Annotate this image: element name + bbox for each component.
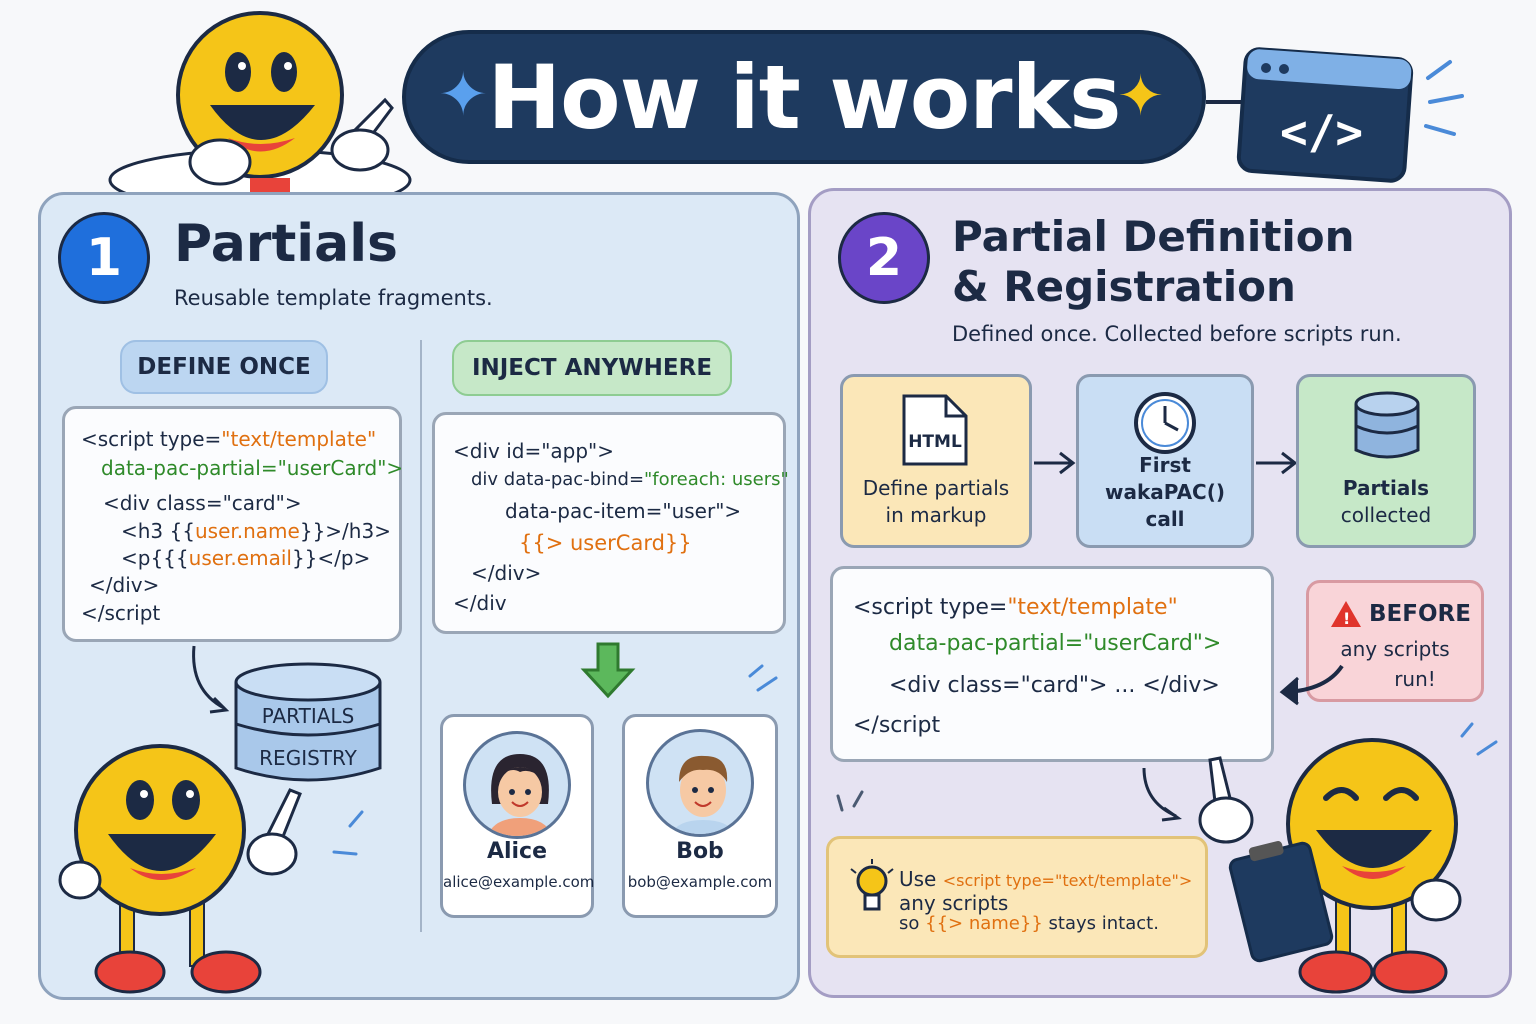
code-text: <div class="card"> ... </div> <box>889 673 1220 698</box>
registration-code-box: <script type="text/template" data-pac-pa… <box>830 566 1274 762</box>
code-text: <script type= <box>81 427 222 451</box>
sparkle-icon: ✦ <box>1117 64 1164 129</box>
before-text: any scripts <box>1340 637 1450 661</box>
tip-code: <script type="text/template"> <box>942 871 1193 890</box>
code-text: <h3 {{ <box>121 519 195 543</box>
partials-subtitle: Reusable template fragments. <box>174 286 493 310</box>
tip-box: Use <script type="text/template"> any sc… <box>826 836 1208 958</box>
code-text: data-pac-partial= <box>101 456 278 480</box>
code-text: div data-pac-bind= <box>471 469 645 490</box>
code-text: <script type= <box>853 595 1008 620</box>
step-text: collected <box>1340 503 1432 527</box>
motion-lines-icon <box>748 664 778 692</box>
definition-subtitle: Defined once. Collected before scripts r… <box>952 322 1402 346</box>
registry-label-1: PARTIALS <box>261 704 355 728</box>
code-text: </div> <box>89 573 160 597</box>
arrow-right-icon <box>1256 451 1298 475</box>
code-text: <div id="app"> <box>453 439 615 463</box>
title-banner: ✦ How it works ✦ <box>402 30 1206 164</box>
warning-icon: ! <box>1329 599 1363 633</box>
tip-text: stays intact. <box>1048 913 1159 934</box>
tip-text: Use <box>899 867 937 891</box>
tip-text: any scripts <box>899 891 1009 915</box>
before-title: BEFORE <box>1369 601 1471 627</box>
code-text: }}</p> <box>291 546 371 570</box>
code-text: "userCard"> <box>277 456 404 480</box>
user-card-bob: Bob bob@example.com <box>622 714 778 918</box>
curved-arrow-icon <box>192 645 230 714</box>
mascot-bottom-right-icon <box>1198 722 1498 994</box>
step-text: Define partials <box>862 476 1010 500</box>
step-partials-collected: Partials collected <box>1296 374 1476 548</box>
user-name: Alice <box>486 839 548 864</box>
before-text: run! <box>1394 667 1436 691</box>
avatar <box>646 729 754 837</box>
code-text: data-pac-partial="userCard"> <box>889 631 1222 656</box>
step-text: in markup <box>885 503 987 527</box>
mascot-top-left-icon <box>108 11 412 192</box>
panel-divider <box>420 340 422 932</box>
inject-code-box: <div id="app"> div data-pac-bind="foreac… <box>432 412 789 634</box>
down-arrow-icon <box>580 642 636 699</box>
user-email: alice@example.com <box>443 873 595 891</box>
page-title: How it works <box>487 45 1122 149</box>
code-text: user.name <box>194 519 300 543</box>
code-text: data-pac-item="user"> <box>505 499 742 523</box>
define-once-label: DEFINE ONCE <box>120 340 328 394</box>
mascot-bottom-left-icon <box>58 744 364 994</box>
code-text: </script <box>81 601 161 625</box>
define-code-box: <script type="text/template" data-pac-pa… <box>62 406 404 642</box>
database-icon <box>1354 391 1420 459</box>
step-number-2: 2 <box>838 212 930 304</box>
avatar-man-icon <box>671 755 735 834</box>
code-text: {{> userCard}} <box>519 531 692 555</box>
user-name: Bob <box>676 839 724 864</box>
definition-title-line2: & Registration <box>952 262 1296 311</box>
before-note: ! BEFORE any scripts run! <box>1306 580 1484 702</box>
sparkle-icon: ✦ <box>438 60 489 130</box>
svg-text:</>: </> <box>1280 105 1363 159</box>
tip-text: so <box>899 913 920 934</box>
clock-icon <box>1134 392 1196 454</box>
inject-anywhere-label: INJECT ANYWHERE <box>452 340 732 396</box>
user-card-alice: Alice alice@example.com <box>440 714 594 918</box>
code-text: <div class="card"> <box>103 491 302 515</box>
step-number-1: 1 <box>58 212 150 304</box>
database-icon <box>234 662 382 782</box>
step-text: wakaPAC() <box>1104 480 1226 504</box>
partials-title: Partials <box>174 214 398 274</box>
svg-text:!: ! <box>1343 609 1350 628</box>
code-text: </div <box>453 591 507 615</box>
code-text: </script <box>853 713 941 738</box>
code-text: }}>/h3> <box>299 519 391 543</box>
motion-lines-icon <box>836 790 864 812</box>
avatar <box>463 731 571 839</box>
code-text: "text/template" <box>221 427 377 451</box>
tip-code: {{> name}} <box>925 913 1043 934</box>
arrow-right-icon <box>1034 451 1076 475</box>
code-text: "text/template" <box>1007 595 1178 620</box>
html-file-icon <box>902 394 968 466</box>
step-text: First <box>1139 453 1191 477</box>
code-text: "foreach: users" <box>644 469 789 490</box>
user-email: bob@example.com <box>627 873 773 891</box>
code-window-icon: </> <box>1206 47 1464 183</box>
code-text: </div> <box>471 561 542 585</box>
step-text: Partials <box>1342 476 1430 500</box>
curved-arrow-icon <box>1142 767 1182 822</box>
code-text: user.email <box>188 546 292 570</box>
html-file-label: HTML <box>908 432 962 452</box>
step-text: call <box>1145 507 1185 531</box>
registry-label-2: REGISTRY <box>259 746 357 770</box>
lightbulb-icon <box>850 859 894 911</box>
curved-arrow-icon <box>1279 664 1344 706</box>
code-text: <p{{{ <box>121 546 189 570</box>
definition-title-line1: Partial Definition <box>952 212 1355 261</box>
avatar-woman-icon <box>487 754 553 836</box>
